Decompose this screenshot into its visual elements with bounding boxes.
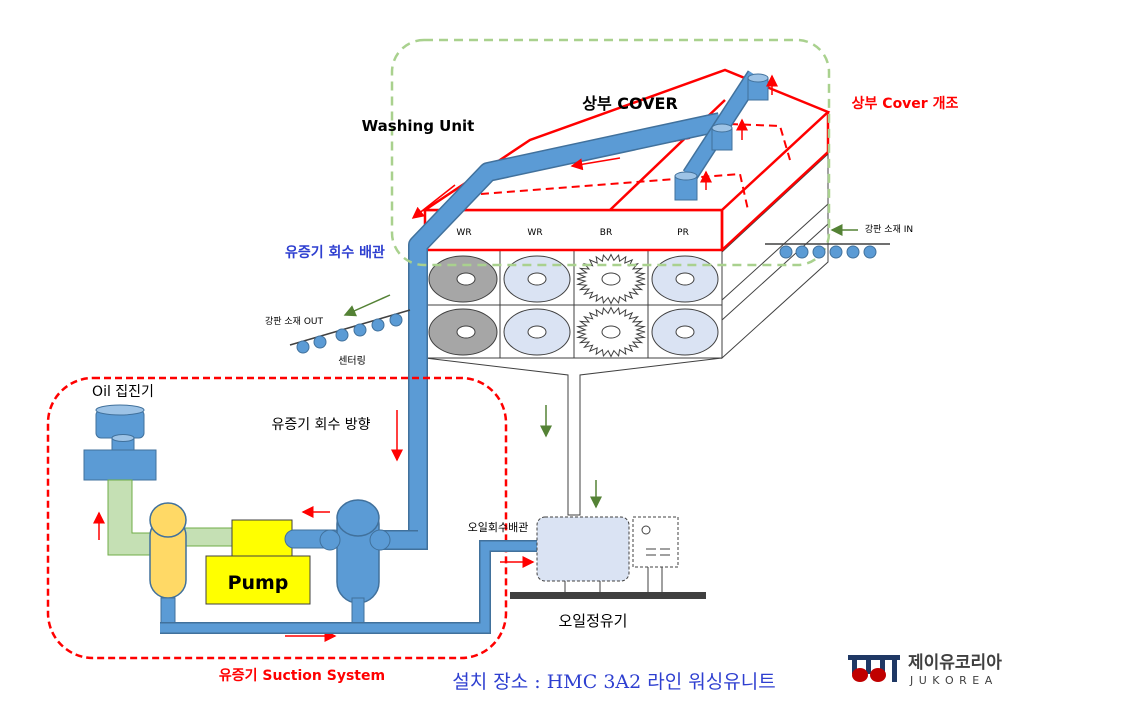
pump-label: Pump [228, 572, 289, 594]
roll-wr-2-bottom [503, 308, 571, 356]
collector-tank [149, 502, 187, 629]
pump [205, 519, 344, 605]
jukorea-logo: 제이유코리아 J U K O R E A [848, 653, 1002, 687]
oil-collector-label: Oil 집진기 [92, 384, 154, 400]
roll-wr-1-top [428, 255, 498, 303]
oil-purifier-label: 오일정유기 [558, 612, 627, 630]
oil-recovery-pipe [160, 540, 545, 634]
oil-pipe-label: 오일회수배관 [468, 520, 529, 534]
tank-pump-connector [184, 527, 234, 547]
vapor-direction-label: 유증기 회수 방향 [271, 417, 370, 433]
oil-collector [83, 404, 157, 481]
logo-name-ko: 제이유코리아 [908, 653, 1002, 673]
roll-br-top [575, 253, 647, 305]
roll-pr-bottom [651, 308, 719, 356]
logo-name-en: J U K O R E A [909, 674, 993, 687]
steel-out-conveyor [289, 294, 411, 354]
upper-cover-label: 상부 COVER [582, 94, 678, 113]
roll-br-bottom [575, 306, 647, 358]
roll-wr-2-top [503, 255, 571, 303]
steel-in-conveyor [765, 224, 890, 259]
brush-label-br: BR [600, 228, 612, 238]
washing-unit-label: Washing Unit [362, 117, 475, 135]
flow-arrows-green [540, 405, 602, 509]
brush-label-wr-1: WR [456, 228, 471, 238]
suction-system-boundary [46, 376, 508, 660]
centering-label: 센터링 [338, 355, 366, 367]
flow-arrows-red [93, 74, 778, 642]
brush-label-pr: PR [677, 228, 689, 238]
vapor-recovery-pipe [345, 70, 769, 550]
steel-out-label: 강판 소재 OUT [265, 316, 324, 327]
upper-cover-mod-label: 상부 Cover 개조 [852, 96, 959, 112]
separator-vessel [319, 499, 391, 629]
oil-purifier [510, 516, 706, 599]
washing-unit-boundary [390, 38, 831, 267]
suction-system-label: 유증기 Suction System [219, 668, 385, 684]
roll-wr-1-bottom [428, 308, 498, 356]
collector-duct [107, 479, 154, 556]
vapor-pipe-label: 유증기 회수 배관 [285, 244, 385, 261]
brush-label-wr-2: WR [527, 228, 542, 238]
steel-in-label: 강판 소재 IN [865, 224, 913, 235]
install-location-label: 설치 장소 : HMC 3A2 라인 워싱유니트 [452, 671, 775, 693]
roll-pr-top [651, 255, 719, 303]
